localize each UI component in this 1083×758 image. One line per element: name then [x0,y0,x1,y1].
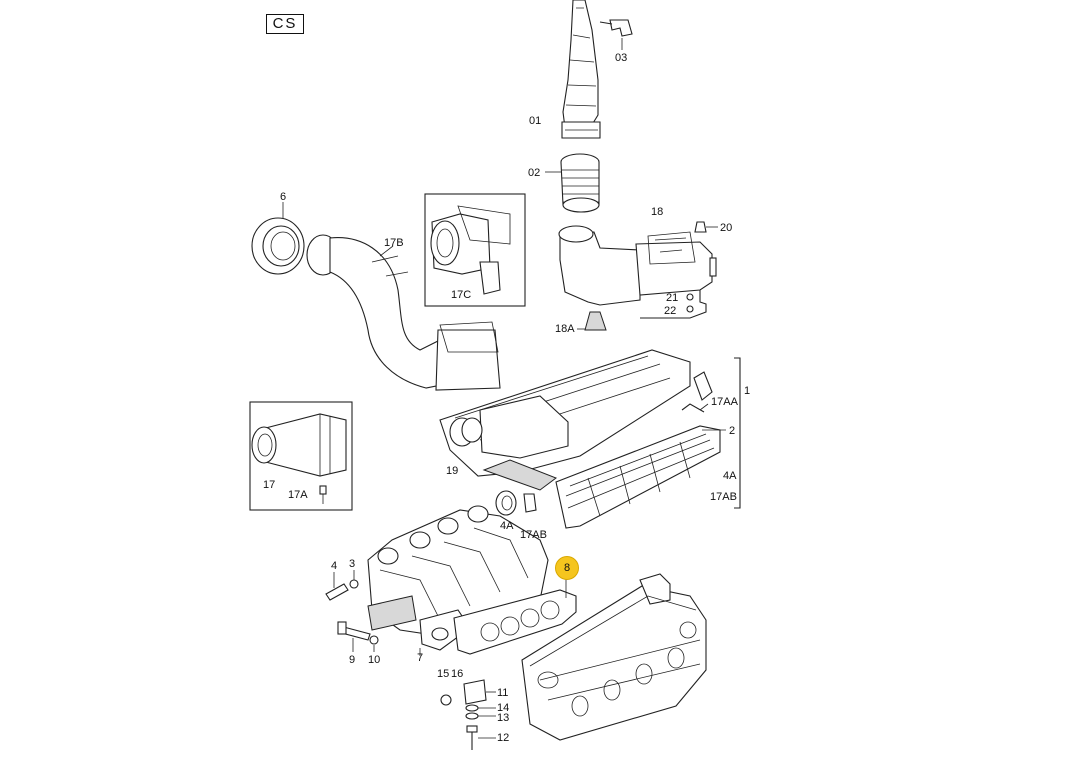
hose-02 [545,153,600,213]
part-label-14[interactable]: 14 [497,702,510,714]
ring-6 [251,202,305,275]
small-parts [440,679,496,750]
part-label-15[interactable]: 15 [437,668,450,680]
cs-badge: CS [266,14,304,34]
part-label-17AA[interactable]: 17AA [711,396,738,408]
part-label-4A-right[interactable]: 4A [723,470,737,482]
part-label-13[interactable]: 13 [497,712,510,724]
part-label-17AB[interactable]: 17AB [520,529,547,541]
hose-17B [306,234,501,391]
part-label-12[interactable]: 12 [497,732,510,744]
part-label-11[interactable]: 11 [497,687,509,699]
intake-duct-01 [561,0,601,139]
part-label-02[interactable]: 02 [528,167,541,179]
part-label-03[interactable]: 03 [615,52,628,64]
air-cleaner-18 [558,221,718,331]
part-label-18A[interactable]: 18A [555,323,575,335]
part-label-6[interactable]: 6 [280,191,287,203]
part-label-22[interactable]: 22 [664,305,677,317]
part-label-21[interactable]: 21 [666,292,679,304]
callout-8-highlight[interactable]: 8 [555,556,579,580]
part-label-17AB-right[interactable]: 17AB [710,491,737,503]
gasket-8 [453,578,577,655]
clip-03 [599,19,633,50]
part-label-19[interactable]: 19 [446,465,459,477]
cylinder-head [521,573,707,741]
inset-17 [249,401,353,511]
part-label-18[interactable]: 18 [651,206,664,218]
air-cleaner-housing-1 [439,349,741,529]
part-label-2[interactable]: 2 [729,425,736,437]
ring-4A [495,490,537,516]
part-label-20[interactable]: 20 [720,222,733,234]
part-label-17[interactable]: 17 [263,479,276,491]
part-label-01[interactable]: 01 [529,115,542,127]
part-label-10[interactable]: 10 [368,654,381,666]
part-label-3[interactable]: 3 [349,558,356,570]
part-label-9[interactable]: 9 [349,654,356,666]
part-label-4A[interactable]: 4A [500,520,514,532]
inset-17C [424,193,526,307]
bolts-left [325,570,379,652]
part-label-17C[interactable]: 17C [451,289,472,301]
part-label-4[interactable]: 4 [331,560,338,572]
part-label-17B[interactable]: 17B [384,237,404,249]
part-label-16[interactable]: 16 [451,668,464,680]
part-label-7[interactable]: 7 [417,652,424,664]
part-label-1[interactable]: 1 [744,385,751,397]
part-label-17A[interactable]: 17A [288,489,308,501]
